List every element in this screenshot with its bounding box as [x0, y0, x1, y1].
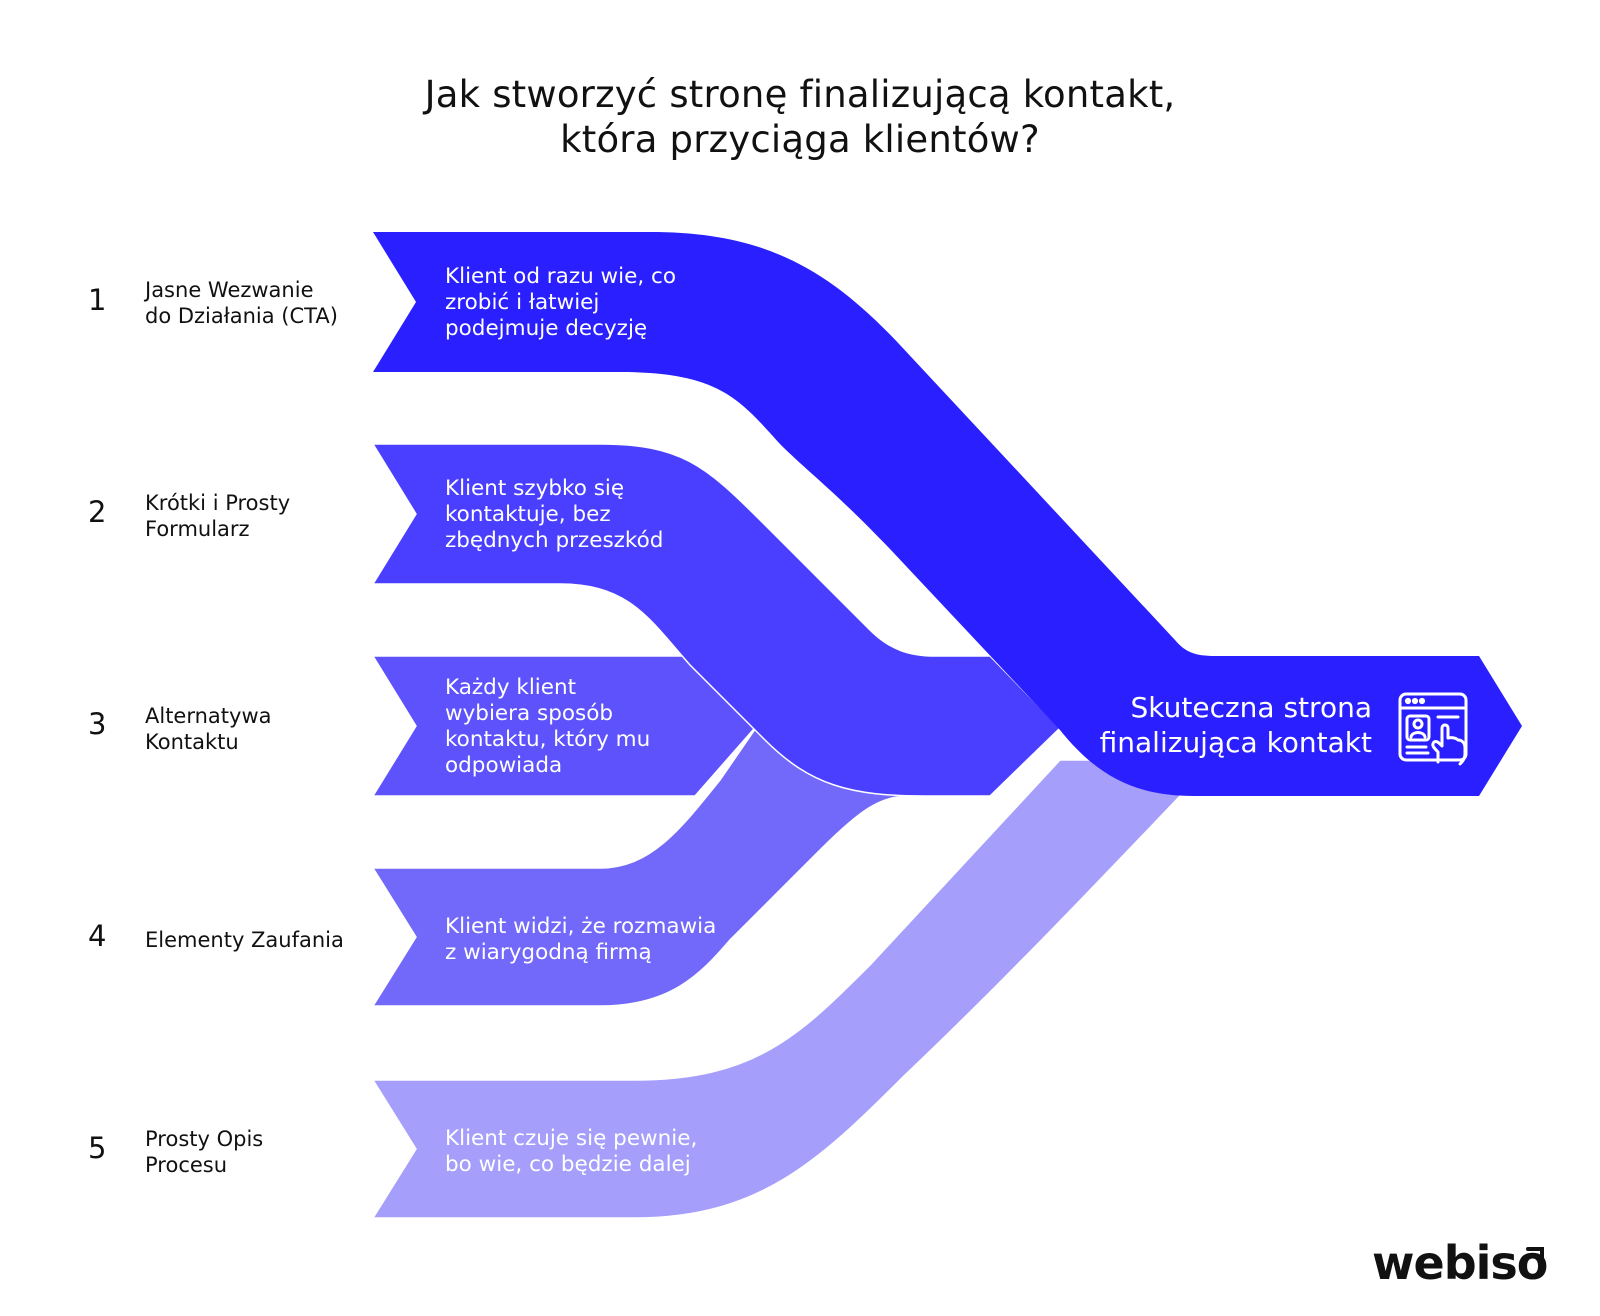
benefit-line: Każdy klient: [445, 675, 577, 700]
step-5-label-line: Prosty Opis: [145, 1127, 264, 1151]
benefit-line: zrobić i łatwiej: [445, 290, 600, 315]
step-3-number: 3: [88, 707, 107, 741]
result-line: Skuteczna strona: [1130, 691, 1372, 724]
step-5-label-line: Procesu: [145, 1153, 228, 1177]
web-form-click-icon: [1398, 692, 1468, 766]
step-2-label-line: Krótki i Prosty: [145, 491, 291, 515]
step-2-number: 2: [88, 495, 107, 529]
step-1-label-line: do Działania (CTA): [145, 304, 338, 328]
benefit-line: kontaktuje, bez: [445, 502, 611, 527]
step-2-label: Krótki i Prosty Formularz: [145, 490, 365, 542]
result-label: Skuteczna strona finalizująca kontakt: [1100, 690, 1372, 760]
step-1-benefit: Klient od razu wie, co zrobić i łatwiej …: [445, 264, 676, 342]
benefit-line: odpowiada: [445, 753, 563, 778]
page-title: Jak stworzyć stronę finalizującą kontakt…: [0, 72, 1600, 162]
step-3-label-line: Alternatywa: [145, 704, 272, 728]
step-2-label-line: Formularz: [145, 517, 250, 541]
step-3-label-line: Kontaktu: [145, 730, 239, 754]
benefit-line: z wiarygodną firmą: [445, 940, 652, 965]
benefit-line: podejmuje decyzję: [445, 316, 648, 341]
brand-logo: webiso: [1372, 1236, 1548, 1290]
benefit-line: Klient czuje się pewnie,: [445, 1126, 698, 1151]
benefit-line: Klient szybko się: [445, 476, 625, 501]
benefit-line: Klient widzi, że rozmawia: [445, 914, 717, 939]
step-3-benefit: Każdy klient wybiera sposób kontaktu, kt…: [445, 675, 650, 779]
step-5-benefit: Klient czuje się pewnie, bo wie, co będz…: [445, 1126, 697, 1178]
step-1-number: 1: [88, 283, 107, 317]
step-1-label: Jasne Wezwanie do Działania (CTA): [145, 277, 365, 329]
step-4-benefit: Klient widzi, że rozmawia z wiarygodną f…: [445, 914, 716, 966]
benefit-line: zbędnych przeszkód: [445, 528, 664, 553]
band-1-result: [373, 232, 1522, 796]
step-5-label: Prosty Opis Procesu: [145, 1126, 365, 1178]
benefit-line: kontaktu, który mu: [445, 727, 651, 752]
step-4-label-line: Elementy Zaufania: [145, 928, 344, 952]
title-line-1: Jak stworzyć stronę finalizującą kontakt…: [424, 73, 1176, 116]
band-2: [371, 443, 1062, 797]
step-2-benefit: Klient szybko się kontaktuje, bez zbędny…: [445, 476, 663, 554]
benefit-line: wybiera sposób: [445, 701, 614, 726]
step-3-label: Alternatywa Kontaktu: [145, 703, 365, 755]
step-5-number: 5: [88, 1131, 107, 1165]
benefit-line: bo wie, co będzie dalej: [445, 1152, 691, 1177]
band-5: [371, 759, 1197, 1219]
title-line-2: która przyciąga klientów?: [560, 118, 1040, 161]
result-line: finalizująca kontakt: [1099, 726, 1372, 759]
logo-accent-mark: [1526, 1247, 1544, 1265]
step-4-number: 4: [88, 919, 107, 953]
step-1-label-line: Jasne Wezwanie: [145, 278, 314, 302]
step-4-label: Elementy Zaufania: [145, 927, 365, 953]
benefit-line: Klient od razu wie, co: [445, 264, 676, 289]
